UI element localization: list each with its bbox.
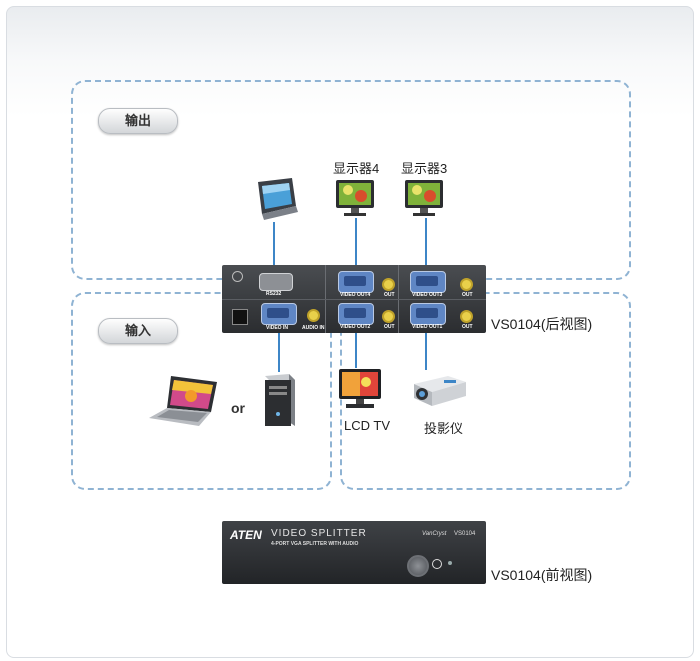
- output-section-label: 输出: [98, 108, 178, 134]
- projector-icon: [414, 376, 466, 406]
- input-section-label: 输入: [98, 318, 178, 344]
- laptop-icon: [149, 376, 217, 426]
- input-region: [71, 292, 332, 490]
- audio-out1-label: OUT: [462, 324, 473, 330]
- audio-out2-label: OUT: [384, 324, 395, 330]
- pc-tower-icon: [265, 374, 295, 426]
- monitor4-icon: [336, 180, 374, 216]
- lcd-tv-icon: [339, 369, 381, 408]
- power-led: [448, 561, 452, 565]
- power-icon: [432, 559, 442, 569]
- front-panel: ATEN VIDEO SPLITTER 4-PORT VGA SPLITTER …: [222, 521, 486, 584]
- video-out4-label: VIDEO OUT4: [340, 292, 371, 298]
- video-out4-port: [338, 271, 374, 293]
- audio-out4-label: OUT: [384, 292, 395, 298]
- audio-out1-port: [460, 310, 473, 323]
- front-power-button[interactable]: [407, 555, 429, 577]
- video-out1-port: [410, 303, 446, 325]
- video-out2-port: [338, 303, 374, 325]
- audio-out4-port: [382, 278, 395, 291]
- video-in-port: [261, 303, 297, 325]
- audio-out2-port: [382, 310, 395, 323]
- wire-out2: [355, 332, 357, 368]
- video-out2-label: VIDEO OUT2: [340, 324, 371, 330]
- lcd-tv-label: LCD TV: [344, 418, 390, 433]
- monitor3-icon: [405, 180, 443, 216]
- monitor3-label: 显示器3: [401, 161, 448, 176]
- video-out1-label: VIDEO OUT1: [412, 324, 443, 330]
- rear-panel: RS232 VIDEO IN AUDIO IN VIDEO OUT4 OUT V…: [222, 265, 486, 333]
- projector-label: 投影仪: [424, 421, 464, 436]
- video-out3-port: [410, 271, 446, 293]
- audio-in-port: [307, 309, 320, 322]
- ground-icon: [232, 271, 243, 282]
- wire-rs232: [273, 222, 275, 266]
- wire-in: [278, 332, 280, 372]
- monitor4-label: 显示器4: [333, 161, 380, 176]
- video-out3-label: VIDEO OUT3: [412, 292, 443, 298]
- rs232-port: [259, 273, 293, 291]
- audio-out3-port: [460, 278, 473, 291]
- wire-out3: [425, 218, 427, 266]
- front-panel-model: VS0104: [454, 531, 476, 537]
- rs232-port-label: RS232: [266, 291, 282, 297]
- front-panel-caption: VS0104(前视图): [491, 567, 593, 583]
- audio-out3-label: OUT: [462, 292, 473, 298]
- wire-out1: [425, 332, 427, 370]
- video-in-label: VIDEO IN: [266, 325, 288, 331]
- front-panel-brand: ATEN: [230, 528, 262, 542]
- wire-out4: [355, 218, 357, 266]
- touch-panel-icon: [258, 178, 298, 220]
- power-jack: [232, 309, 248, 325]
- audio-in-label: AUDIO IN: [302, 325, 325, 331]
- rear-panel-caption: VS0104(后视图): [491, 316, 593, 332]
- divider-horizontal: [222, 299, 486, 300]
- or-label: or: [231, 400, 245, 416]
- front-panel-series: VanCryst: [422, 531, 447, 537]
- front-panel-subtitle: 4-PORT VGA SPLITTER WITH AUDIO: [271, 541, 359, 547]
- front-panel-title: VIDEO SPLITTER: [271, 528, 367, 539]
